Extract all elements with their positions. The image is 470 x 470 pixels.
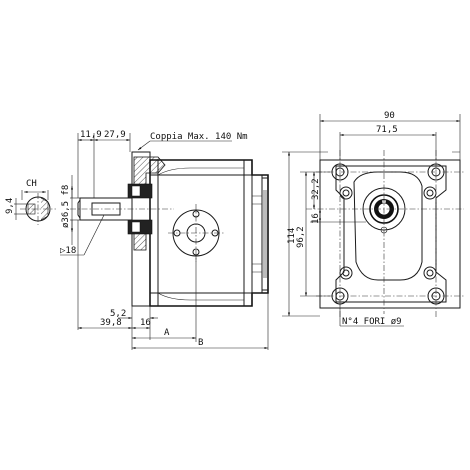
side-view-dimensions: 11,9 27,9 Coppia Max. 140 Nm ø36,5 f8 ▷1… — [60, 130, 269, 350]
front-view-dimensions: 90 71,5 114 96,2 32,2 16 N°4 FORI ø9 — [282, 111, 461, 327]
shaft-diameter-label: ø36,5 f8 — [61, 185, 71, 228]
holes-label: N°4 FORI ø9 — [342, 317, 402, 327]
key-width-label: 9,4 — [5, 198, 15, 214]
dim-39-8-label: 39,8 — [100, 318, 122, 328]
dim-16-label: 16 — [140, 318, 151, 328]
rear-cover — [251, 174, 263, 294]
front-body-contour — [335, 165, 447, 303]
front-housing — [353, 171, 423, 281]
dim-32-2-label: 32,2 — [311, 178, 321, 200]
dim-5-2-label: 5,2 — [110, 309, 126, 319]
dim-16-port-label: 16 — [311, 213, 321, 224]
shaft-length-label: ▷18 — [60, 246, 76, 256]
dim-11-9-label: 11,9 — [80, 130, 102, 140]
ch-label: CH — [26, 179, 37, 189]
dim-114-label: 114 — [287, 228, 297, 244]
dim-27-9-label: 27,9 — [104, 130, 126, 140]
dim-71-5-label: 71,5 — [376, 125, 398, 135]
dim-90-label: 90 — [384, 111, 395, 121]
dim-b-label: B — [198, 338, 203, 348]
side-view — [70, 151, 269, 307]
shaft-key-section: CH 9,4 — [5, 179, 56, 225]
torque-label: Coppia Max. 140 Nm — [150, 132, 248, 142]
dim-a-label: A — [164, 328, 170, 338]
front-view — [306, 150, 464, 318]
front-flange-outline — [319, 159, 461, 309]
pump-body-outline — [149, 159, 269, 307]
flange-section-bottom — [133, 231, 147, 251]
dim-96-2-label: 96,2 — [296, 226, 306, 248]
